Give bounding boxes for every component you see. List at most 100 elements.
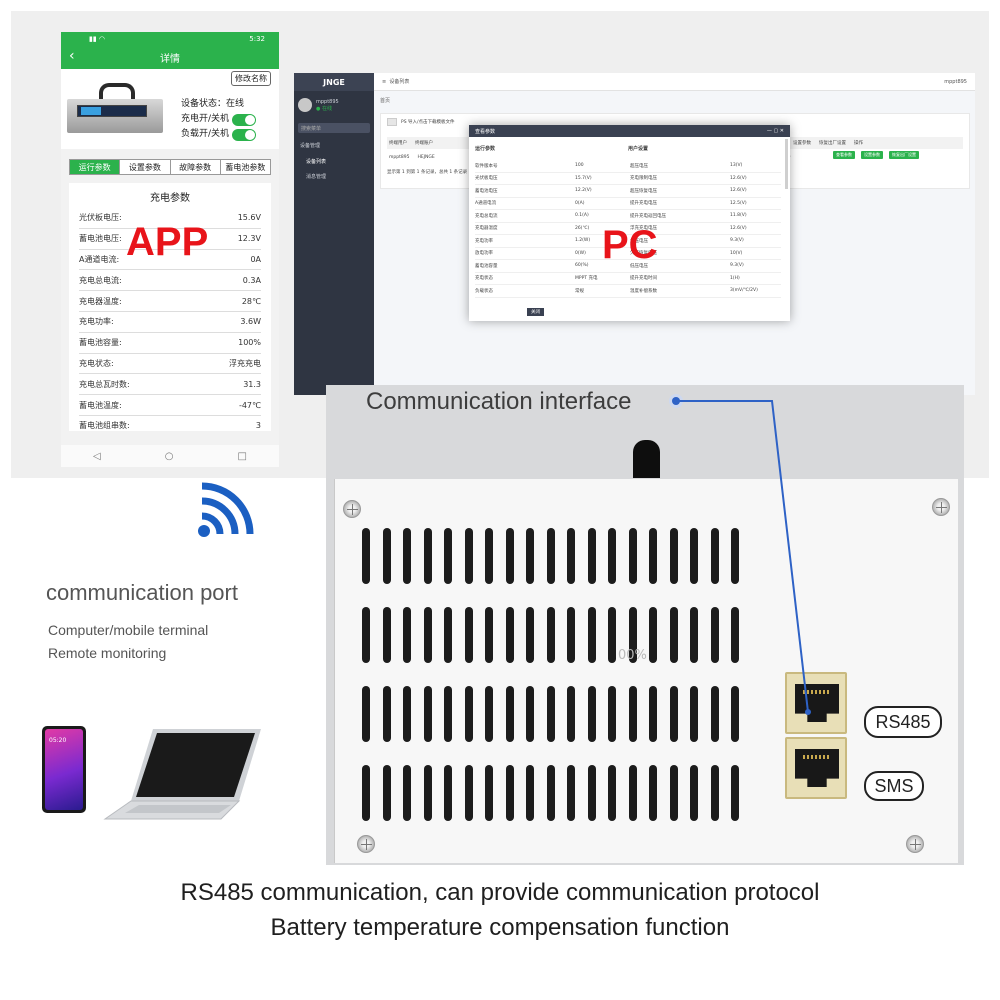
caption-line-2: Battery temperature compensation functio…	[270, 914, 730, 941]
dialog-cell: 12.5(V)	[730, 200, 747, 206]
menu-device-management[interactable]: 设备管理	[300, 143, 321, 149]
tab-device-list[interactable]: 设备列表	[389, 79, 410, 85]
tab-running-params[interactable]: 运行参数	[70, 160, 121, 174]
vent-slot	[423, 528, 432, 584]
feature-line-1: Computer/mobile terminal	[48, 622, 209, 638]
vent-slot	[505, 765, 514, 821]
status-time: 5:32	[249, 34, 265, 43]
vent-slot	[710, 765, 719, 821]
dialog-cell: 10(V)	[730, 250, 743, 256]
param-row: 蓄电池温度:-47℃	[79, 395, 261, 416]
device-status: 设备状态：在线	[181, 99, 245, 109]
dialog-cell: 低压电压	[630, 263, 648, 269]
pc-topbar-user[interactable]: mppt895	[944, 78, 967, 85]
vent-slot	[526, 528, 534, 584]
controller-device-image	[67, 83, 163, 139]
tab-battery-params[interactable]: 蓄电池参数	[220, 160, 270, 174]
param-row: 蓄电池组串数:3	[79, 416, 261, 431]
screw-bottom-left	[357, 835, 375, 853]
dialog-cell: 12.6(V)	[730, 225, 747, 231]
set-params-button[interactable]: 设置参数	[861, 151, 883, 159]
param-row: 光伏板电压:15.6V	[79, 208, 261, 229]
param-label: 充电状态:	[79, 358, 114, 368]
dialog-window-controls[interactable]: — ▢ ✕	[766, 128, 784, 134]
table-footer: 显示第 1 到第 1 条记录，总共 1 条记录	[387, 170, 468, 175]
param-value: 0A	[250, 254, 261, 264]
vent-slot	[628, 765, 637, 821]
vent-slot	[669, 607, 678, 663]
factory-reset-button[interactable]: 恢复出厂设置	[889, 151, 919, 159]
import-hint[interactable]: PS 导入/点击下载模板文件	[401, 120, 455, 125]
dialog-cell: 浮充充电电压	[630, 226, 657, 232]
vent-slot	[546, 686, 555, 742]
table-toolbar: PS 导入/点击下载模板文件	[387, 118, 455, 126]
menu-toggle-icon[interactable]: ≡	[382, 79, 387, 85]
param-row: 充电总瓦时数:31.3	[79, 374, 261, 396]
screw-bottom-right	[906, 835, 924, 853]
dialog-cell: 15.7(V)	[575, 175, 592, 181]
dialog-close-button[interactable]: 关闭	[527, 308, 544, 316]
dialog-cell: 蓄电池电压	[475, 188, 498, 194]
device-summary: 修改名称 设备状态：在线 充电开/关机 负载开/关机	[61, 69, 279, 149]
dialog-cell: 13(V)	[730, 163, 743, 169]
col-user: 终端用户	[389, 141, 407, 146]
menu-device-list[interactable]: 设备列表	[306, 159, 327, 165]
param-row: 蓄电池容量:100%	[79, 333, 261, 354]
refresh-button[interactable]	[387, 118, 397, 126]
dialog-cell: 提升充电返回电压	[630, 213, 666, 219]
breadcrumb[interactable]: 首页	[380, 98, 391, 104]
view-params-button[interactable]: 查看参数	[833, 151, 855, 159]
dialog-cell: 12.6(V)	[730, 175, 747, 181]
dialog-cell: 欠压电压	[630, 238, 648, 244]
vent-slot	[444, 528, 452, 584]
menu-search-input[interactable]: 搜索菜单	[298, 123, 370, 133]
dialog-cell: 充电功率	[475, 238, 493, 244]
dialog-scrollbar[interactable]	[785, 139, 788, 189]
param-value: 12.3V	[237, 234, 261, 244]
vent-slot	[731, 765, 739, 821]
vent-slot	[464, 765, 473, 821]
vent-slot	[731, 686, 739, 742]
dialog-cell: 1(H)	[730, 275, 740, 281]
dialog-cell: 11.8(V)	[730, 213, 747, 219]
laptop-image	[103, 729, 261, 820]
dialog-cell: 0.1(A)	[575, 213, 589, 219]
param-label: 蓄电池电压:	[79, 234, 122, 244]
dialog-cell: 超压恢复电压	[630, 188, 657, 194]
watermark: 00%	[618, 648, 647, 663]
vent-slot	[526, 607, 534, 663]
vent-slot	[690, 607, 698, 663]
rename-button[interactable]: 修改名称	[231, 71, 271, 86]
vent-slot	[444, 607, 452, 663]
feature-line-2: Remote monitoring	[48, 645, 167, 661]
vent-slot	[649, 686, 657, 742]
rear-panel-plate	[334, 479, 958, 863]
rs485-port	[785, 672, 847, 734]
nav-back-icon[interactable]: ◁	[93, 450, 101, 462]
menu-message-management[interactable]: 消息管理	[306, 174, 327, 180]
nav-home-icon[interactable]: ○	[164, 450, 174, 462]
tab-setting-params[interactable]: 设置参数	[120, 160, 171, 174]
vent-slot	[382, 765, 391, 821]
vent-slot	[403, 607, 411, 663]
param-label: 充电功率:	[79, 317, 114, 327]
wireless-icon	[198, 482, 254, 537]
dialog-cell: 0(W)	[575, 250, 586, 256]
dialog-cell: A通道电流	[475, 201, 497, 207]
vent-slot	[628, 528, 637, 584]
tab-fault-params[interactable]: 故障参数	[170, 160, 221, 174]
param-label: A通道电流:	[79, 254, 120, 264]
charge-toggle[interactable]	[232, 113, 257, 126]
status-bar: ▮▮ ◠ 5:32	[61, 32, 279, 45]
param-label: 充电总瓦时数:	[79, 379, 130, 389]
smartphone-image: 05:20	[42, 726, 86, 813]
nav-recent-icon[interactable]: □	[237, 450, 247, 462]
back-arrow-icon[interactable]: ‹	[69, 48, 75, 64]
load-toggle[interactable]	[232, 128, 257, 141]
communication-port-title: communication port	[46, 580, 238, 605]
